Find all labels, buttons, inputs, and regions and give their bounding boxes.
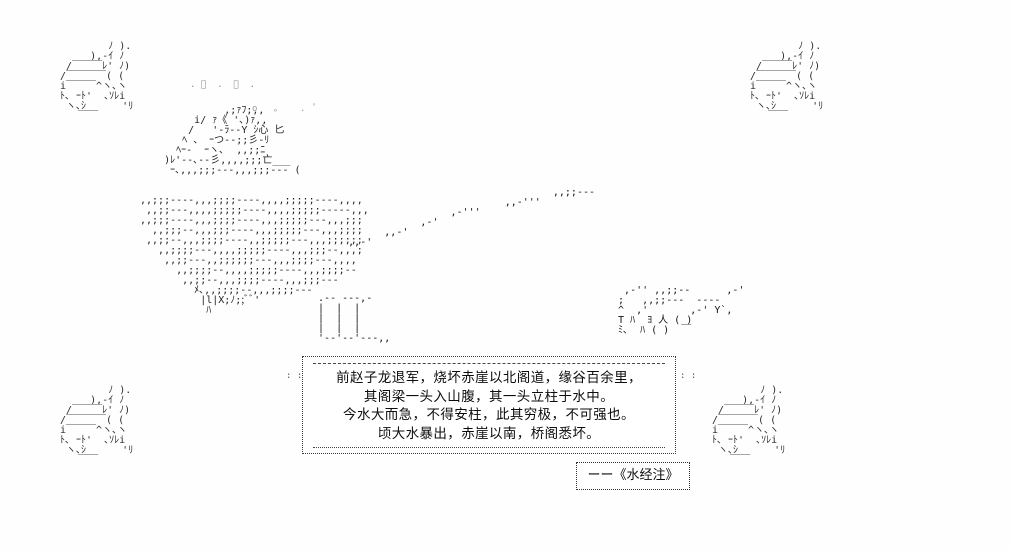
ascii-figure: ,;ｧﾌ;,, i/ ｧ《 '､)ｧ,, / '-ﾗ--Y ｼ心 匕 ﾍ 、 ｰ… [140,86,369,336]
citation-source: ーー《水经注》 [587,468,679,483]
ascii-figure-head: ,;ｧﾌ;,, i/ ｧ《 '､)ｧ,, / '-ﾗ--Y ｼ心 匕 ﾍ 、 ｰ… [164,105,301,176]
corner-ornament-bottom-right: ﾉ ). ),-ｲ ﾉ /￣￣￣ﾚ' ﾉ) /￣￣￣￣( ( i￣￣￣^ヽ､ヽ … [712,385,786,466]
quote-line-2: 其阁梁一头入山腹，其一头立柱于水中。 [363,388,615,405]
quotation-box: 前赵子龙退军，烧坏赤崖以北阁道，缘谷百余里， 其阁梁一头入山腹，其一头立柱于水中… [302,356,676,454]
ascii-hand: ,-'' ,,;;-- ,-' ; ,,;;--- ---- ^ ,' ,-' … [618,285,745,336]
quote-line-1: 前赵子龙退军，烧坏赤崖以北阁道，缘谷百余里， [336,370,642,386]
ascii-figure-body: ,,;;;----,,,;;;;----,,,,;;;;;----,,,, ,,… [140,195,369,316]
quotation-text: 前赵子龙退军，烧坏赤崖以北阁道，缘谷百余里， 其阁梁一头入山腹，其一头立柱于水中… [303,369,675,443]
citation-box: ーー《水经注》 [576,462,690,490]
corner-ornament-top-left: ﾉ ). ),-ｲ ﾉ /￣￣￣ﾚ' ﾉ) /￣￣￣￣( ( i￣￣￣^ヽ､ヽ … [60,41,134,122]
speckle-texture: . ﾟ . ｡ . [190,80,256,90]
corner-ornament-bottom-left: ﾉ ). ),-ｲ ﾉ /￣￣￣ﾚ' ﾉ) /￣￣￣￣( ( i￣￣￣^ヽ､ヽ … [60,385,134,466]
quote-line-4: 顷大水暴出，赤崖以南，桥阁悉坏。 [377,425,601,442]
quote-side-ticks-left: : : [286,371,303,381]
quote-rule-bottom [313,447,665,448]
speckle-texture-secondary: o ｡ . ﾟ [252,104,318,114]
quote-rule-top [313,363,665,364]
quote-side-ticks-right: : : [680,371,697,381]
ascii-pillars: .-- ---,- | | | | | | | | | '--'--'---,, [318,293,391,344]
ascii-plank-road-upper: ,,;;--- ,,-''' ,-''' ,-' ,,-' ,,-' [348,187,596,248]
corner-ornament-top-right: ﾉ ). ),-ｲ ﾉ /￣￣￣ﾚ' ﾉ) /￣￣￣￣( ( i￣￣￣^ヽ､ヽ … [750,41,824,122]
quote-line-3: 今水大而急，不得安柱，此其穷极，不可强也。 [343,407,635,423]
